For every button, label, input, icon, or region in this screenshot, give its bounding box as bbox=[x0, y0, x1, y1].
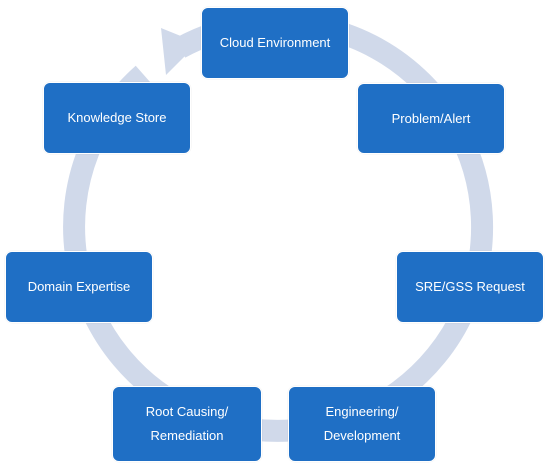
node-label: Knowledge Store bbox=[67, 110, 167, 125]
node-label-line-2: Development bbox=[323, 428, 401, 443]
node-domain-expertise: Domain Expertise bbox=[5, 251, 153, 323]
cycle-arrowhead bbox=[161, 28, 198, 75]
node-sre-gss-request: SRE/GSS Request bbox=[396, 251, 544, 323]
node-label-line-1: Engineering/ bbox=[325, 404, 399, 419]
node-knowledge-store: Knowledge Store bbox=[43, 82, 191, 154]
node-root-causing-remediation: Root Causing/ Remediation bbox=[112, 386, 262, 462]
node-label: Problem/Alert bbox=[391, 110, 471, 126]
node-label-line-1: Root Causing/ bbox=[145, 404, 229, 419]
node-label-line-2: Remediation bbox=[150, 428, 224, 443]
node-problem-alert: Problem/Alert bbox=[357, 83, 505, 154]
node-label: Domain Expertise bbox=[27, 279, 131, 294]
node-label: Cloud Environment bbox=[219, 35, 331, 50]
node-cloud-environment: Cloud Environment bbox=[201, 7, 349, 79]
node-label: SRE/GSS Request bbox=[415, 279, 525, 294]
node-engineering-development: Engineering/ Development bbox=[288, 386, 436, 462]
